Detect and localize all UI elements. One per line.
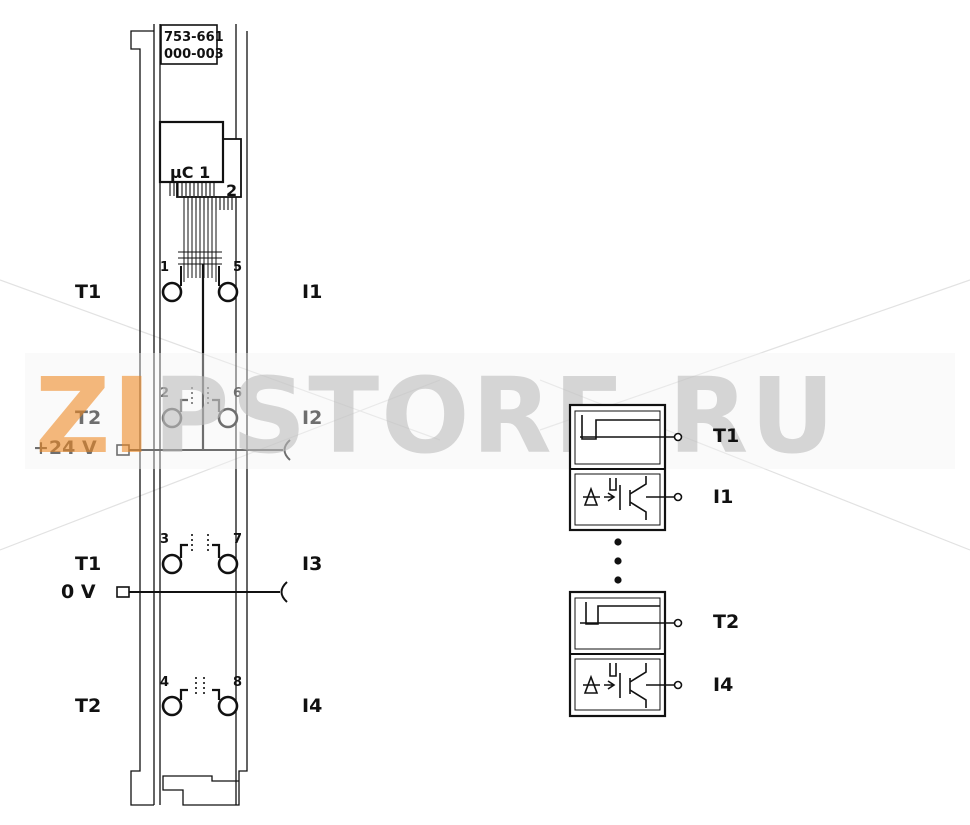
terminal-group-4: 4 8 xyxy=(160,675,242,717)
watermark-rest: PSTORE.RU xyxy=(153,355,837,477)
terminal-2 xyxy=(161,407,183,429)
schematic-label-i1: I1 xyxy=(713,486,733,508)
pin-2-label: 2 xyxy=(160,386,169,401)
pin-7-label: 7 xyxy=(233,532,242,547)
right-labels: I1 I2 I3 I4 xyxy=(302,281,322,717)
label-t1-low: T1 xyxy=(75,553,101,575)
pin-6-label: 6 xyxy=(233,386,242,401)
pin-5-label: 5 xyxy=(233,260,242,275)
left-labels: T1 T2 +24 V T1 0 V T2 xyxy=(33,281,101,717)
pin-4-label: 4 xyxy=(160,675,169,690)
terminal-group-3: 3 7 xyxy=(160,532,242,575)
schematic-block-1: T1 I1 xyxy=(568,403,739,532)
terminal-5 xyxy=(217,281,239,303)
pin-1-label: 1 xyxy=(160,260,169,275)
terminal-group-1: 1 5 xyxy=(160,260,242,450)
chip-sub-label: 2 xyxy=(226,181,237,200)
label-t2-mid: T2 xyxy=(75,407,101,429)
label-t1-top: T1 xyxy=(75,281,101,303)
schematic-block-2: T2 I4 xyxy=(568,590,739,718)
terminal-group-2: 2 6 xyxy=(160,386,242,429)
pin-3-label: 3 xyxy=(160,532,169,547)
watermark-accent: ZI xyxy=(35,355,153,477)
supply-rail-negative xyxy=(116,581,288,603)
terminal-4 xyxy=(161,695,183,717)
svg-text:ZIPSTORE.RU: ZIPSTORE.RU xyxy=(35,355,837,477)
label-i4: I4 xyxy=(302,695,322,717)
watermark: ZIPSTORE.RU xyxy=(25,353,955,477)
label-supply-positive: +24 V xyxy=(33,437,97,459)
pin-8-label: 8 xyxy=(233,675,242,690)
label-supply-negative: 0 V xyxy=(61,581,96,603)
terminal-6 xyxy=(217,407,239,429)
label-i1: I1 xyxy=(302,281,322,303)
terminal-7 xyxy=(217,553,239,575)
label-t2-bottom: T2 xyxy=(75,695,101,717)
schematic-label-t1: T1 xyxy=(713,425,739,447)
supply-rail-positive xyxy=(116,439,291,461)
microcontroller-block: µC 1 2 xyxy=(158,120,242,282)
part-number-label: 753-661 000-003 xyxy=(160,24,224,65)
ellipsis-dots xyxy=(614,538,622,584)
chip-label: µC 1 xyxy=(170,163,210,182)
part-number-line2: 000-003 xyxy=(164,47,224,62)
part-number-line1: 753-661 xyxy=(164,30,224,45)
schematic-label-i4: I4 xyxy=(713,674,733,696)
terminal-8 xyxy=(217,695,239,717)
terminal-3 xyxy=(161,553,183,575)
schematic-label-t2: T2 xyxy=(713,611,739,633)
label-i3: I3 xyxy=(302,553,322,575)
terminal-1 xyxy=(161,281,183,303)
label-i2: I2 xyxy=(302,407,322,429)
